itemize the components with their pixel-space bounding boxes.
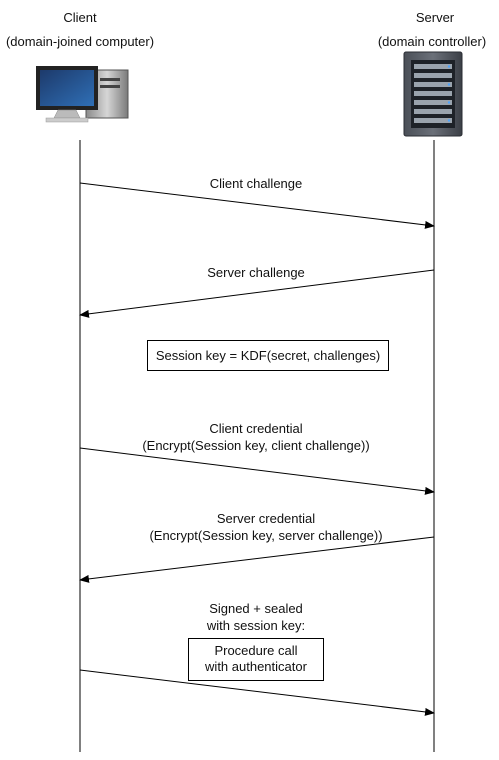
client-challenge-label: Client challenge — [209, 176, 303, 191]
session-key-signing-label: with session key: — [206, 618, 306, 633]
server-credential-arrow — [79, 536, 435, 583]
authenticator-text: with authenticator — [205, 659, 307, 674]
desktop-computer-icon — [36, 66, 129, 123]
client-credential-detail: (Encrypt(Session key, client challenge)) — [142, 438, 370, 453]
server-subtitle: (domain controller) — [377, 34, 487, 49]
procedure-call-arrow — [79, 669, 435, 716]
procedure-call-text: Procedure call — [214, 643, 298, 658]
session-key-box: Session key = KDF(secret, challenges) — [147, 340, 389, 371]
client-subtitle: (domain-joined computer) — [5, 34, 155, 49]
server-credential-detail: (Encrypt(Session key, server challenge)) — [149, 528, 383, 543]
server-credential-label: Server credential — [216, 511, 316, 526]
server-title: Server — [415, 10, 455, 25]
server-challenge-arrow — [79, 269, 435, 318]
client-credential-arrow — [79, 447, 435, 495]
server-challenge-label: Server challenge — [207, 265, 305, 280]
server-rack-icon — [403, 51, 463, 137]
client-challenge-arrow — [79, 182, 435, 229]
client-credential-label: Client credential — [209, 421, 303, 436]
signed-sealed-label: Signed + sealed — [209, 601, 303, 616]
session-key-text: Session key = KDF(secret, challenges) — [155, 348, 381, 363]
procedure-call-box: Procedure call with authenticator — [188, 638, 324, 681]
client-title: Client — [63, 10, 97, 25]
